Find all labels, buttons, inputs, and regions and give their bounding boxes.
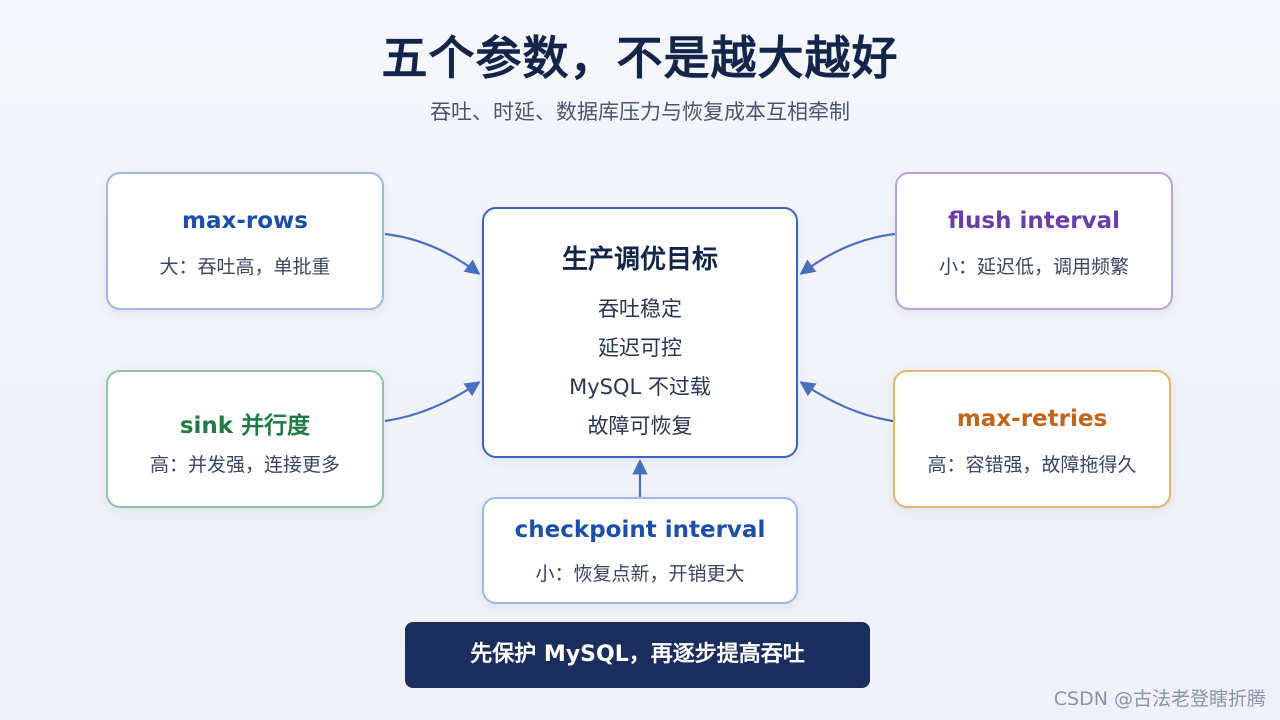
param-desc: 大：吞吐高，单批重 <box>159 256 331 278</box>
param-desc: 小：恢复点新，开销更大 <box>535 563 745 585</box>
param-card-max-rows: max-rows 大：吞吐高，单批重 <box>106 172 384 310</box>
center-goal-card: 生产调优目标 吞吐稳定 延迟可控 MySQL 不过载 故障可恢复 <box>482 207 798 458</box>
page-title: 五个参数，不是越大越好 <box>381 31 899 85</box>
param-card-flush-interval: flush interval 小：延迟低，调用频繁 <box>895 172 1173 310</box>
param-card-max-retries: max-retries 高：容错强，故障拖得久 <box>893 370 1171 508</box>
arrow-sink-parallelism <box>384 381 481 423</box>
arrow-max-rows <box>384 232 481 275</box>
param-name: max-retries <box>956 406 1108 432</box>
page-subtitle: 吞吐、时延、数据库压力与恢复成本互相牵制 <box>430 100 850 124</box>
param-desc: 小：延迟低，调用频繁 <box>938 256 1129 278</box>
param-name: flush interval <box>947 208 1121 234</box>
bottom-banner: 先保护 MySQL，再逐步提高吞吐 <box>405 622 870 688</box>
param-card-sink-parallelism: sink 并行度 高：并发强，连接更多 <box>106 370 384 508</box>
param-card-checkpoint-interval: checkpoint interval 小：恢复点新，开销更大 <box>482 497 798 604</box>
param-name: sink 并行度 <box>179 413 311 439</box>
goal-item: 吞吐稳定 <box>598 297 682 321</box>
param-desc: 高：容错强，故障拖得久 <box>927 454 1137 476</box>
param-name: checkpoint interval <box>514 517 766 543</box>
arrow-flush-interval <box>799 232 896 275</box>
watermark: CSDN @古法老登瞎折腾 <box>1053 688 1266 710</box>
goal-item: MySQL 不过载 <box>569 375 711 399</box>
arrow-max-retries <box>799 381 894 423</box>
param-desc: 高：并发强，连接更多 <box>149 454 340 476</box>
center-goal-title: 生产调优目标 <box>561 245 718 275</box>
param-name: max-rows <box>182 208 308 234</box>
goal-item: 故障可恢复 <box>587 414 693 438</box>
goal-item: 延迟可控 <box>598 336 682 360</box>
